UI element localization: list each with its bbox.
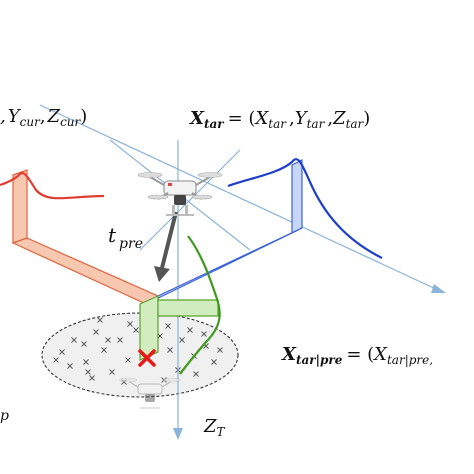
predicted-position-wall-vertical [139,295,159,361]
predicted-position-wall-shelf [157,299,219,317]
sample-point-mark [133,327,139,333]
sample-point-mark [203,343,209,349]
sample-point-mark [109,369,115,375]
target-position-wall-vertical [291,159,303,234]
axis-y [139,149,241,251]
sample-point-mark [71,337,77,343]
predicted-distribution-curve [179,235,221,375]
sample-point-mark [187,327,193,333]
sample-point-mark [97,317,103,323]
sample-point-mark [127,321,133,327]
sample-point-mark [179,337,185,343]
axis-vertical-arrowhead [173,428,183,440]
axis-x-arrowhead [431,284,446,293]
sample-point-mark [117,337,123,343]
sample-point-mark [83,359,89,365]
sample-point-mark [193,371,199,377]
sample-point-mark [217,347,223,353]
vertical-axis-label: ZT [203,416,226,439]
prediction-arrowhead [154,266,170,282]
red-x-target-icon [138,349,156,367]
sample-point-mark [165,323,171,329]
quadcopter-drone-icon [137,172,223,216]
sample-point-mark [67,363,73,369]
current-position-wall-vertical [12,169,28,244]
quadcopter-drone-icon [118,377,182,409]
cropped-edge-glyph: p [0,408,9,424]
current-distribution-curve [0,172,105,200]
sample-point-mark [105,337,111,343]
sample-point-mark [59,349,65,355]
sample-point-mark [85,369,91,375]
target-distribution-curve [227,158,383,259]
current-position-label: ,Ycur,Zcur) [0,106,87,129]
sample-point-mark [53,357,59,363]
sample-point-mark [81,341,87,347]
sample-point-mark [101,347,107,353]
predicted-position-label: Xtar|pre= (Xtar|pre, [281,344,433,367]
sample-point-mark [167,347,173,353]
sample-point-mark [93,329,99,335]
sample-point-mark [125,357,131,363]
sample-point-mark [89,375,95,381]
sample-point-mark [211,359,217,365]
prediction-arrow-shaft [160,211,178,269]
target-position-label: Xtar= (Xtar,Ytar,Ztar) [189,108,370,131]
sample-point-mark [201,331,207,337]
axis-x [39,104,439,291]
sample-points [53,317,223,385]
